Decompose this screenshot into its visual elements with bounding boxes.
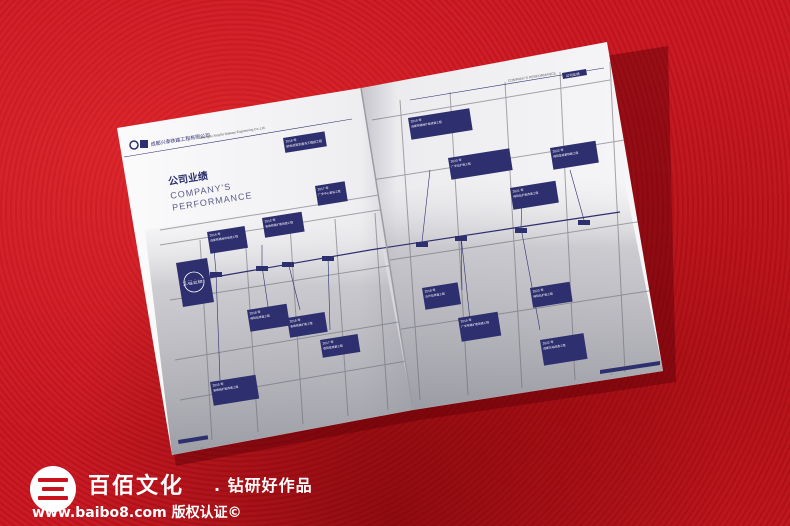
svg-text:2023 年: 2023 年 — [532, 287, 545, 294]
info-box: 2022 年 成都东站改造工程 — [540, 333, 588, 366]
svg-text:2022 年: 2022 年 — [552, 147, 565, 154]
brand-slogan: . 钻研好作品 — [214, 472, 313, 496]
svg-text:2018 年: 2018 年 — [249, 309, 262, 316]
right-info-boxes: 2019 年 成都铁路局扩能改造工程 2020 年 广安站扩能工程 2022 年… — [408, 108, 599, 366]
svg-text:2014 年: 2014 年 — [209, 231, 222, 238]
svg-text:成都东站改造工程: 成都东站改造工程 — [543, 343, 566, 350]
svg-text:绵阳至成都铁路工程: 绵阳至成都铁路工程 — [553, 151, 579, 159]
page-number-right: 24 — [610, 372, 614, 376]
svg-text:2015 年: 2015 年 — [212, 381, 225, 388]
svg-text:广安铁路扩能改造工程: 广安铁路扩能改造工程 — [461, 320, 489, 328]
info-box: 2022 年 绵阳至成都铁路工程 — [550, 140, 599, 170]
vertical-label-box: 工程业绩 — [176, 258, 214, 307]
header-right: COMPANY'S PERFORMANCE — [508, 71, 557, 83]
svg-text:2015 年: 2015 年 — [264, 217, 277, 224]
svg-text:2016 年: 2016 年 — [289, 317, 302, 324]
info-box: 2020 年 广安站扩能工程 — [448, 148, 513, 180]
year-marker — [416, 242, 428, 247]
svg-text:成都铁路局供电段工程: 成都铁路局供电段工程 — [210, 234, 238, 242]
svg-text:2019 年: 2019 年 — [460, 317, 473, 324]
svg-text:绵阳站扩能工程: 绵阳站扩能工程 — [533, 292, 553, 299]
svg-text:绵阳站改造工程: 绵阳站改造工程 — [250, 314, 270, 321]
svg-text:广安站扩能工程: 广安站扩能工程 — [451, 162, 471, 169]
info-box: 2019 年 成都铁路局扩能改造工程 — [408, 108, 473, 140]
svg-text:2016 年: 2016 年 — [285, 137, 298, 144]
info-box: 2015 年 泰顺铁路扩能改造工程 — [262, 211, 305, 238]
year-marker — [578, 220, 590, 225]
info-box: 2021 年 绵阳站扩能改造工程 — [509, 180, 559, 210]
left-info-boxes: 2016 年 航电运营及服务工程部工程 2017 年 广安中心客站工程 2015… — [207, 131, 361, 406]
watermark: 百佰文化 . 钻研好作品 www.baibo8.com 版权认证© — [30, 466, 330, 521]
info-box: 2018 年 绵阳站改造工程 — [246, 303, 290, 332]
left-page: 成都兴泰铁路工程有限公司 Chengdu XingTai Railway Eng… — [117, 88, 413, 455]
info-box: 2016 年 泰顺铁路扩能工程 — [287, 312, 328, 338]
header-tag: 公司业绩 — [565, 71, 580, 78]
info-box: 2015 年 泰顺线扩能改造工程 — [210, 374, 260, 406]
svg-text:德阳至成都工程: 德阳至成都工程 — [323, 344, 343, 351]
svg-text:达州站改造工程: 达州站改造工程 — [425, 292, 445, 299]
info-box: 2016 年 航电运营及服务工程部工程 — [283, 131, 327, 153]
svg-text:2020 年: 2020 年 — [450, 157, 463, 164]
brand-url: www.baibo8.com 版权认证© — [32, 505, 242, 521]
info-box: 2014 年 成都铁路局供电段工程 — [207, 226, 248, 254]
svg-text:航电运营及服务工程部工程: 航电运营及服务工程部工程 — [286, 138, 322, 149]
page-number-left: 23 — [200, 446, 204, 450]
svg-text:2017 年: 2017 年 — [322, 339, 335, 346]
info-box: 2018 年 达州站改造工程 — [422, 282, 461, 310]
svg-text:广安中心客站工程: 广安中心客站工程 — [318, 189, 341, 196]
svg-text:泰顺线扩能改造工程: 泰顺线扩能改造工程 — [213, 385, 239, 393]
brand-slogan-text: 钻研好作品 — [227, 476, 313, 495]
info-box: 2019 年 广安铁路扩能改造工程 — [458, 311, 502, 342]
svg-text:2018 年: 2018 年 — [424, 287, 437, 294]
timeline — [185, 169, 621, 381]
svg-text:2017 年: 2017 年 — [317, 185, 330, 192]
vertical-label: 工程业绩 — [182, 277, 203, 287]
year-marker — [256, 266, 268, 271]
svg-text:泰顺铁路扩能改造工程: 泰顺铁路扩能改造工程 — [265, 220, 293, 228]
info-box: 2023 年 绵阳站扩能工程 — [530, 281, 573, 308]
svg-text:2022 年: 2022 年 — [542, 339, 555, 346]
year-marker — [515, 228, 527, 233]
brand-logo-icon — [30, 466, 76, 512]
svg-text:泰顺铁路扩能工程: 泰顺铁路扩能工程 — [290, 321, 313, 328]
svg-text:绵阳站扩能改造工程: 绵阳站扩能改造工程 — [513, 191, 539, 199]
brochure-spine — [360, 87, 414, 411]
svg-text:2019 年: 2019 年 — [410, 117, 423, 124]
year-marker — [282, 262, 294, 267]
info-box: 2017 年 德阳至成都工程 — [320, 334, 361, 358]
brand-dot: . — [214, 476, 222, 495]
brand-name: 百佰文化 — [88, 474, 185, 499]
svg-text:成都铁路局扩能改造工程: 成都铁路局扩能改造工程 — [411, 120, 442, 129]
svg-text:2021 年: 2021 年 — [512, 187, 525, 194]
info-box: 2017 年 广安中心客站工程 — [315, 181, 348, 206]
